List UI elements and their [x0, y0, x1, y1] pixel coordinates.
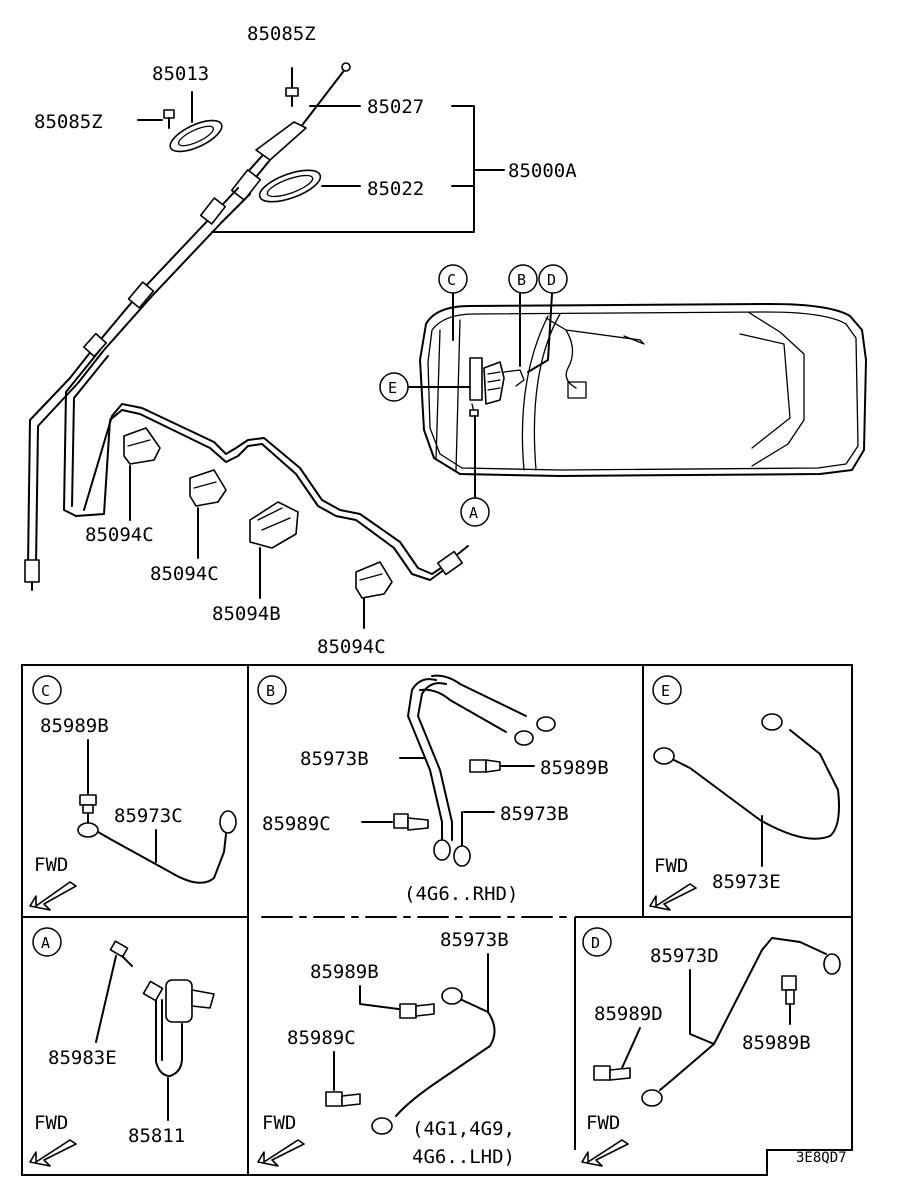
svg-text:B: B	[517, 271, 526, 289]
note-rhd: (4G6..RHD)	[404, 883, 518, 905]
label-85811: 85811	[128, 1125, 185, 1147]
gasket-85022	[258, 169, 322, 203]
label-85973b-b3: 85973B	[440, 929, 509, 951]
diagram-code: 3E8QD7	[796, 1150, 847, 1166]
panel-b: B 85973B 85989B 85989C 85973B (4G6..RHD)	[257, 674, 609, 905]
svg-text:C: C	[447, 271, 456, 289]
note-lhd-2: 4G6..LHD)	[412, 1146, 515, 1168]
svg-text:D: D	[591, 934, 600, 952]
car-body-outline	[419, 303, 867, 477]
fwd-label-b2: FWD	[262, 1112, 296, 1134]
label-85085z-left: 85085Z	[34, 111, 103, 133]
label-85989b-b3: 85989B	[310, 961, 379, 983]
label-85094c-1: 85094C	[85, 524, 154, 546]
label-85973e: 85973E	[712, 871, 781, 893]
note-lhd-1: (4G1,4G9,	[412, 1118, 515, 1140]
callout-c: C	[438, 264, 468, 294]
label-85989c-b3: 85989C	[287, 1027, 356, 1049]
label-85989b-d: 85989B	[742, 1032, 811, 1054]
screw-85085z-top	[285, 67, 299, 107]
fwd-label-e: FWD	[654, 855, 688, 877]
svg-text:C: C	[41, 682, 50, 700]
callout-d: D	[538, 264, 568, 294]
fwd-label-c: FWD	[34, 854, 68, 876]
label-85000a: 85000A	[508, 160, 577, 182]
label-85973d: 85973D	[650, 945, 719, 967]
svg-text:A: A	[41, 934, 50, 952]
label-85989c-b: 85989C	[262, 813, 331, 835]
label-85973b-b1: 85973B	[300, 748, 369, 770]
panel-d: D 85973D 85989D 85989B FWD	[581, 927, 841, 1167]
clip-85094c-2	[189, 469, 227, 559]
label-85094b: 85094B	[212, 603, 281, 625]
fwd-label-a: FWD	[34, 1112, 68, 1134]
label-85983e: 85983E	[48, 1047, 117, 1069]
clip-85094c-3	[355, 561, 393, 629]
label-85989b-b: 85989B	[540, 757, 609, 779]
label-85013: 85013	[152, 63, 209, 85]
svg-text:B: B	[266, 682, 275, 700]
callout-e: E	[379, 372, 409, 402]
label-85989b-c: 85989B	[40, 715, 109, 737]
label-85085z-top: 85085Z	[247, 23, 316, 45]
label-85094c-3: 85094C	[317, 636, 386, 658]
svg-text:E: E	[661, 682, 670, 700]
callout-a: A	[460, 497, 490, 527]
grommet-85013	[169, 91, 223, 153]
label-85027: 85027	[367, 96, 424, 118]
svg-text:A: A	[469, 504, 478, 522]
screw-85085z-left	[137, 109, 175, 129]
clip-85094b	[249, 501, 299, 599]
detail-panels-frame	[21, 664, 853, 1176]
panel-a: A 85983E 85811 FWD	[29, 927, 215, 1167]
panel-b-lhd: 85973B 85989B 85989C (4G1,4G9, 4G6..LHD)…	[257, 929, 515, 1168]
label-85989d: 85989D	[594, 1003, 663, 1025]
label-85973c: 85973C	[114, 805, 183, 827]
svg-text:D: D	[547, 271, 556, 289]
svg-text:E: E	[388, 379, 397, 397]
label-85022: 85022	[367, 178, 424, 200]
label-85973b-b2: 85973B	[500, 803, 569, 825]
fwd-label-d: FWD	[586, 1112, 620, 1134]
clip-85094c-1	[123, 427, 161, 521]
callout-b: B	[508, 264, 538, 294]
antenna-assembly	[24, 62, 469, 591]
panel-c: C 85989B 85973C FWD	[29, 675, 237, 911]
label-85094c-2: 85094C	[150, 563, 219, 585]
panel-e: E 85973E FWD	[649, 675, 840, 911]
